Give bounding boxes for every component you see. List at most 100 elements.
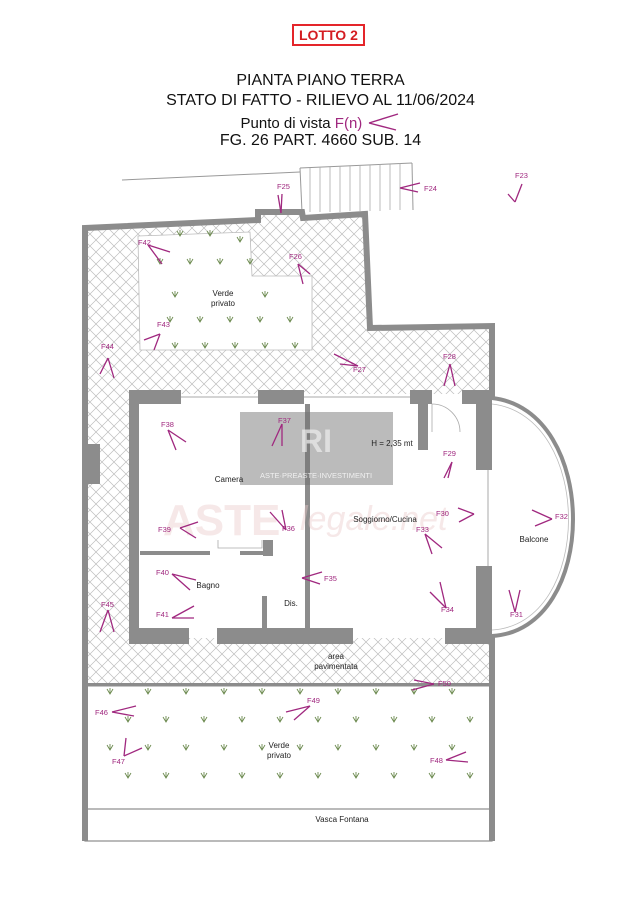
grass-symbol	[448, 688, 456, 695]
grass-symbol	[261, 342, 269, 349]
viewpoint-label: F37	[278, 416, 291, 425]
viewpoint-arrow-line	[107, 609, 115, 633]
viewpoint-f46: F46	[95, 705, 137, 717]
viewpoint-arrow-line	[399, 187, 419, 193]
viewpoint-arrow-line	[514, 183, 523, 203]
viewpoint-arrow-line	[280, 193, 283, 214]
viewpoint-f47: F47	[112, 737, 143, 766]
watermark: RI ASTE·PREASTE·INVESTIMENTI ASTE legale…	[163, 412, 449, 545]
viewpoint-label: F28	[443, 352, 456, 361]
viewpoint-f29: F29	[443, 449, 456, 479]
balcony	[491, 396, 575, 638]
viewpoint-f31: F31	[508, 589, 523, 619]
grass-symbol	[390, 772, 398, 779]
viewpoint-f44: F44	[99, 342, 115, 379]
label-bagno: Bagno	[196, 581, 220, 590]
garden-bottom	[84, 685, 493, 810]
house-interior	[134, 394, 492, 638]
viewpoint-f41: F41	[156, 605, 195, 619]
viewpoint-f27: F27	[333, 353, 366, 374]
viewpoint-arrow-line	[443, 363, 451, 387]
viewpoint-label: F35	[324, 574, 337, 583]
grass-symbol	[171, 291, 179, 298]
grass-symbol	[466, 716, 474, 723]
viewpoint-arrow-line	[147, 244, 163, 265]
viewpoint-arrow-line	[99, 609, 109, 633]
grass-symbol	[176, 230, 184, 237]
grass-symbol	[314, 772, 322, 779]
grass-symbol	[352, 772, 360, 779]
grass-symbol	[246, 258, 254, 265]
viewpoint-arrow-line	[153, 333, 161, 351]
viewpoint-arrow-line	[333, 353, 359, 367]
plan-subtitle: STATO DI FATTO - RILIEVO AL 11/06/2024	[166, 92, 475, 109]
grass-symbol	[206, 230, 214, 237]
viewpoint-arrow-line	[277, 194, 282, 214]
grass-symbol	[410, 744, 418, 751]
viewpoint-arrow-line	[411, 683, 435, 691]
viewpoint-label: F27	[353, 365, 366, 374]
viewpoint-label: F29	[443, 449, 456, 458]
viewpoint-arrow-line	[399, 182, 421, 189]
viewpoint-arrow-line	[293, 705, 311, 721]
viewpoint-label: F33	[416, 525, 429, 534]
viewpoint-f28: F28	[443, 352, 456, 387]
viewpoint-arrow-line	[147, 244, 171, 253]
viewpoint-label: F46	[95, 708, 108, 717]
grass-symbol	[201, 342, 209, 349]
viewpoint-arrow-line	[413, 679, 435, 685]
viewpoint-arrow-line	[457, 507, 475, 515]
viewpoint-arrow-line	[301, 571, 323, 579]
grass-symbol	[238, 716, 246, 723]
viewpoint-f23: F23	[507, 171, 528, 203]
viewpoint-arrow-line	[424, 533, 433, 555]
grass-symbol	[352, 716, 360, 723]
viewpoint-f48: F48	[430, 751, 469, 765]
grass-symbol	[220, 744, 228, 751]
grass-symbol	[200, 716, 208, 723]
grass-symbol	[428, 772, 436, 779]
viewpoint-arrow-line	[179, 521, 199, 529]
grass-symbol	[106, 744, 114, 751]
grass-symbol	[334, 688, 342, 695]
viewpoint-label: F47	[112, 757, 125, 766]
viewpoint-arrow-line	[445, 759, 469, 763]
viewpoint-label: F38	[161, 420, 174, 429]
viewpoint-f49: F49	[285, 696, 320, 721]
garden-top	[137, 231, 313, 351]
grass-symbol	[372, 688, 380, 695]
viewpoint-arrow-line	[171, 573, 197, 581]
grass-symbol	[466, 772, 474, 779]
viewpoint-f36: F36	[269, 509, 295, 533]
viewpoint-label: F36	[282, 524, 295, 533]
viewpoint-f35: F35	[301, 571, 337, 585]
grass-symbol	[256, 316, 264, 323]
viewpoint-f45: F45	[99, 600, 115, 633]
viewpoint-label: F43	[157, 320, 170, 329]
viewpoint-label: F26	[289, 252, 302, 261]
viewpoint-legend: Punto di vista F(n)	[0, 112, 641, 132]
viewpoint-arrow-line	[424, 533, 443, 549]
viewpoint-arrow-line	[167, 429, 187, 443]
grass-symbol	[216, 258, 224, 265]
grass-symbol	[236, 236, 244, 243]
viewpoint-arrow-line	[123, 737, 127, 757]
viewpoint-arrow-line	[107, 357, 115, 379]
grass-symbol	[182, 744, 190, 751]
viewpoint-label: F41	[156, 610, 169, 619]
grass-symbol	[286, 316, 294, 323]
viewpoint-arrow-line	[111, 711, 135, 717]
label-vasca: Vasca Fontana	[315, 815, 369, 824]
viewpoint-arrow-line	[297, 263, 304, 285]
grass-symbol	[162, 772, 170, 779]
viewpoint-arrow-line	[507, 193, 516, 203]
grass-symbol	[226, 316, 234, 323]
viewpoint-label: F24	[424, 184, 437, 193]
viewpoint-arrow-line	[439, 581, 447, 609]
viewpoint-f30: F30	[436, 507, 475, 523]
viewpoint-f34: F34	[429, 581, 454, 614]
viewpoint-f32: F32	[531, 509, 568, 527]
grass-symbol	[144, 688, 152, 695]
grass-symbol	[196, 316, 204, 323]
